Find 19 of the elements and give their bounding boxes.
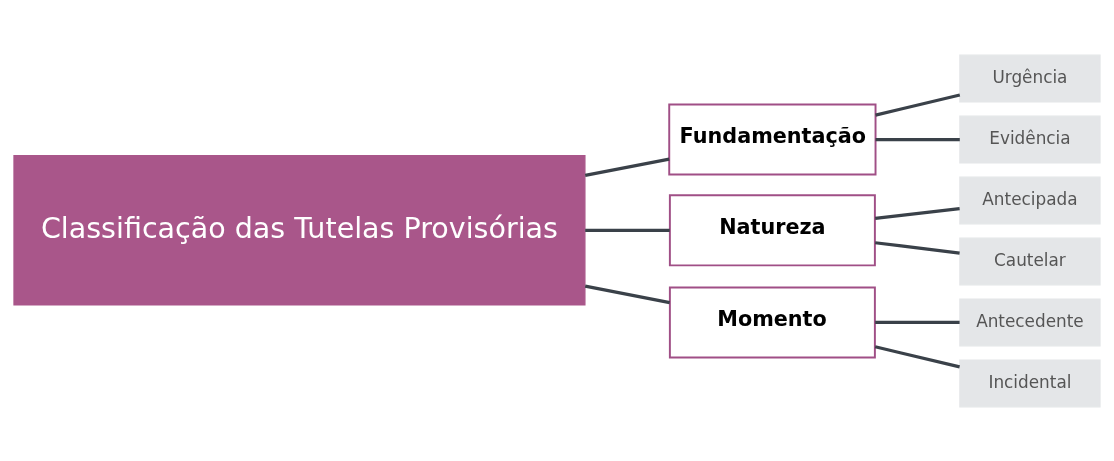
connector bbox=[875, 240, 960, 255]
connector bbox=[875, 92, 961, 117]
node-box: Momento bbox=[668, 285, 876, 358]
node-box: Evidência bbox=[959, 115, 1101, 164]
connector bbox=[585, 228, 670, 232]
node-box: Antecedente bbox=[959, 297, 1101, 346]
node-box: Incidental bbox=[959, 358, 1101, 407]
node-box: Classificação das Tutelas Provisórias bbox=[13, 154, 586, 306]
node-box: Antecipada bbox=[959, 176, 1101, 224]
connector bbox=[875, 206, 960, 220]
node-box: Cautelar bbox=[959, 237, 1101, 285]
node-box: Natureza bbox=[668, 193, 876, 266]
connector bbox=[875, 320, 960, 324]
node-box: Urgência bbox=[959, 54, 1101, 103]
connector bbox=[584, 284, 671, 304]
connector bbox=[584, 157, 670, 177]
connector bbox=[875, 137, 960, 141]
node-box: Fundamentação bbox=[668, 103, 877, 176]
connector bbox=[874, 344, 960, 368]
